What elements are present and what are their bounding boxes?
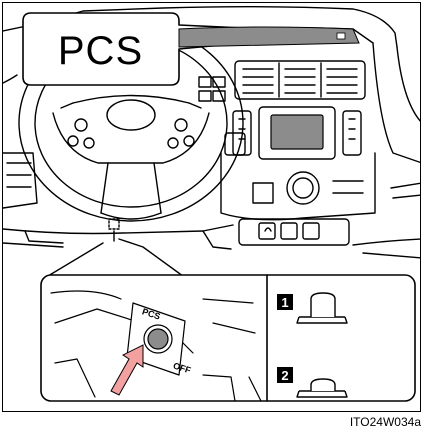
figure-code: ITO24W034a [350,415,421,429]
inset-panel [41,275,415,401]
pcs-callout-label: PCS [25,15,176,87]
pcs-indicator-lamp [337,33,345,39]
steering-emblem [107,100,155,130]
dash-indicator-strip [179,27,359,47]
position-1-knob [311,293,335,317]
pcs-switch-button [148,329,168,349]
illustration-frame: PCS PCS OFF 1 2 [2,2,421,412]
position-2-knob [311,379,335,391]
inset-leader [119,239,187,279]
position-1-number: 1 [277,294,293,310]
position-2-number: 2 [277,367,293,383]
center-display-screen [271,115,323,149]
shift-knob [287,172,319,204]
